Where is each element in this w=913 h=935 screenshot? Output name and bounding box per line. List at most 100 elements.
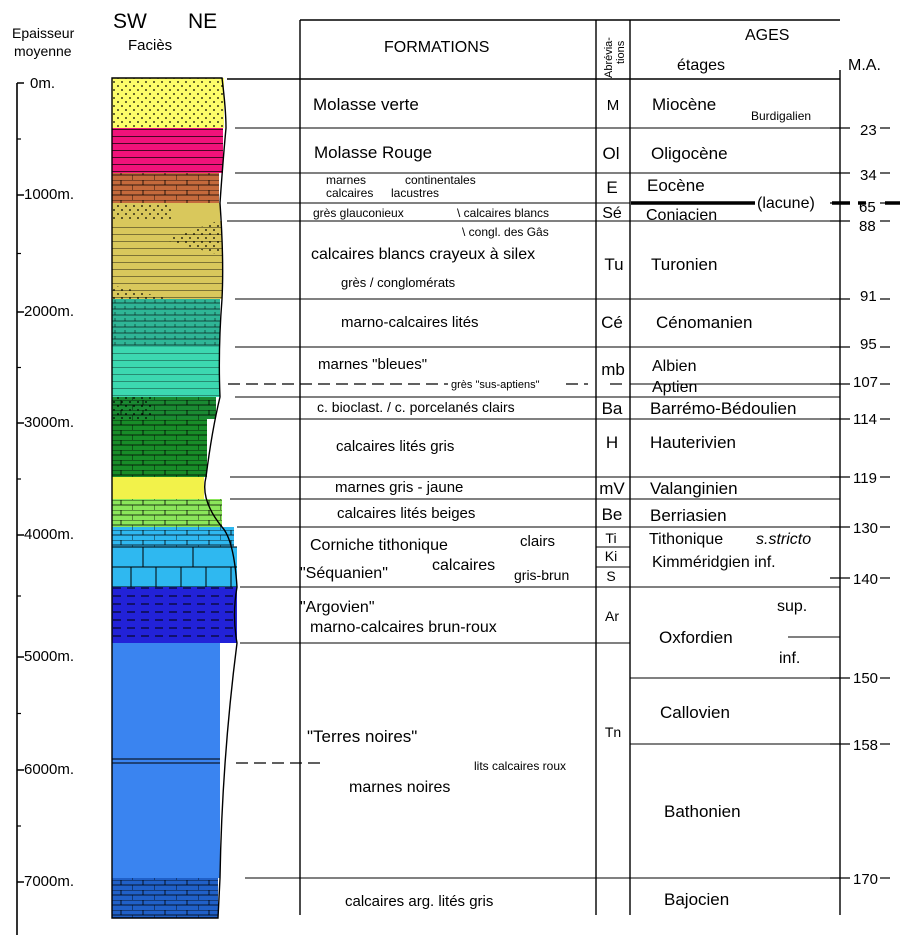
formation-label: grès glauconieux (313, 206, 404, 220)
abbrev-header-line1: Abréviа- (603, 37, 615, 78)
depth-scale: 0m. 1000m. 2000m. 3000m. 4000m. 5000m. 6… (16, 75, 74, 935)
depth-label: 5000m. (24, 648, 74, 665)
depth-label: 4000m. (24, 526, 74, 543)
formations-column: Molasse verte Molasse Rouge marnes conti… (300, 95, 569, 910)
dashed-marker-lines (228, 383, 628, 764)
abbrev-label: Be (602, 505, 623, 524)
formation-label: marno-calcaires brun-roux (310, 619, 497, 636)
formation-label: "Terres noires" (307, 727, 417, 746)
formation-label: calcaires (326, 186, 373, 200)
depth-label: 6000m. (24, 761, 74, 778)
stage-label: (lacune) (757, 195, 815, 212)
ma-value: 114 (853, 411, 877, 428)
formation-label: marnes (326, 173, 366, 187)
stage-label: Tithonique (649, 531, 723, 548)
formation-label: grès "sus-aptiens" (451, 379, 540, 391)
abbrev-label: S (606, 568, 615, 584)
formation-label: "Séquanien" (300, 565, 388, 582)
stage-label: Bajocien (664, 890, 729, 909)
stage-label: Oxfordien (659, 628, 733, 647)
stage-label: Oligocène (651, 144, 728, 163)
stage-label: Aptien (652, 379, 697, 396)
ma-column: 23 34 65 88 91 95 107 114 119 130 140 15… (853, 122, 878, 888)
formation-label: marno-calcaires lités (341, 314, 479, 331)
ma-value: 107 (853, 374, 878, 391)
abbrev-header-line2: tions (615, 40, 627, 64)
stage-label: Kimméridgien inf. (652, 554, 776, 571)
abbrev-label: Ki (605, 548, 617, 564)
stage-label: inf. (779, 650, 800, 667)
formation-label: lits calcaires roux (474, 759, 566, 773)
formation-label: calcaires blancs crayeux à silex (311, 246, 535, 263)
formation-label: marnes noires (349, 779, 450, 796)
stage-label: s.stricto (756, 531, 811, 548)
formations-header: FORMATIONS (384, 39, 489, 56)
ma-value: 158 (853, 737, 878, 754)
ma-value: 119 (853, 470, 877, 487)
formation-label: \ congl. des Gâs (462, 225, 549, 239)
abbrev-label: Cé (601, 313, 623, 332)
formation-label: grès / conglomérats (341, 275, 456, 290)
stages-column: Miocène Burdigalien Oligocène Eocène (la… (646, 95, 815, 909)
stage-label: Miocène (652, 95, 716, 114)
formation-label: clairs (520, 533, 555, 550)
stage-label: Barrémo-Bédoulien (650, 399, 796, 418)
stage-label: Burdigalien (751, 109, 811, 123)
formation-label: calcaires arg. lités gris (345, 893, 493, 910)
abbrev-label: Tn (605, 724, 621, 740)
abbrev-label: H (606, 433, 618, 452)
abbreviations-column: M Ol E Sé Tu Cé mb Ba H mV Be Ti Ki S Ar… (599, 97, 625, 740)
ma-value: 95 (860, 336, 877, 353)
stage-label: Albien (652, 358, 696, 375)
ma-value: 150 (853, 670, 878, 687)
formation-label: gris-brun (514, 567, 569, 583)
ma-value: 23 (860, 122, 877, 139)
stage-label: Turonien (651, 255, 717, 274)
formation-label: calcaires (432, 557, 495, 574)
stage-label: Callovien (660, 703, 730, 722)
table-frame (227, 19, 841, 915)
formation-label: Molasse Rouge (314, 143, 432, 162)
abbrev-label: Ba (602, 399, 623, 418)
formation-label: lacustres (391, 186, 439, 200)
facies-terres-noires (112, 643, 220, 878)
formation-label: calcaires lités gris (336, 438, 454, 455)
abbrev-label: Sé (602, 205, 622, 222)
thickness-header-line2: moyenne (14, 43, 72, 59)
formation-label: \ calcaires blancs (457, 206, 549, 220)
depth-label: 0m. (30, 75, 55, 92)
abbrev-label: mV (599, 479, 625, 498)
ma-value: 91 (860, 288, 877, 305)
ma-value: 130 (853, 520, 878, 537)
depth-ticks (17, 82, 24, 883)
stage-label: Eocène (647, 176, 705, 195)
ne-label: NE (188, 10, 217, 33)
formation-label: marnes "bleues" (318, 356, 427, 373)
ma-value: 170 (853, 871, 878, 888)
formation-label: Corniche tithonique (310, 537, 448, 554)
depth-label: 2000m. (24, 303, 74, 320)
sw-label: SW (113, 10, 147, 33)
stage-label: Berriasien (650, 506, 727, 525)
facies-valanginien (112, 477, 204, 499)
abbrev-label: Tu (604, 255, 623, 274)
stage-label: Bathonien (664, 802, 741, 821)
stage-label: Hauterivien (650, 433, 736, 452)
stage-label: sup. (777, 598, 807, 615)
abbrev-label: Ol (603, 144, 620, 163)
formation-label: marnes gris - jaune (335, 479, 463, 496)
formation-label: Molasse verte (313, 95, 419, 114)
formation-label: c. bioclast. / c. porcelanés clairs (317, 399, 515, 415)
abbrev-label: mb (601, 360, 625, 379)
etages-header: étages (677, 57, 725, 74)
depth-label: 3000m. (24, 414, 74, 431)
facies-header: Faciès (128, 37, 172, 54)
formation-label: "Argovien" (300, 599, 375, 616)
facies-column (111, 77, 238, 919)
ma-value: 88 (859, 218, 876, 235)
depth-label: 7000m. (24, 873, 74, 890)
ma-value: 140 (853, 571, 878, 588)
row-dividers (227, 127, 890, 879)
ma-header: M.A. (848, 57, 881, 74)
